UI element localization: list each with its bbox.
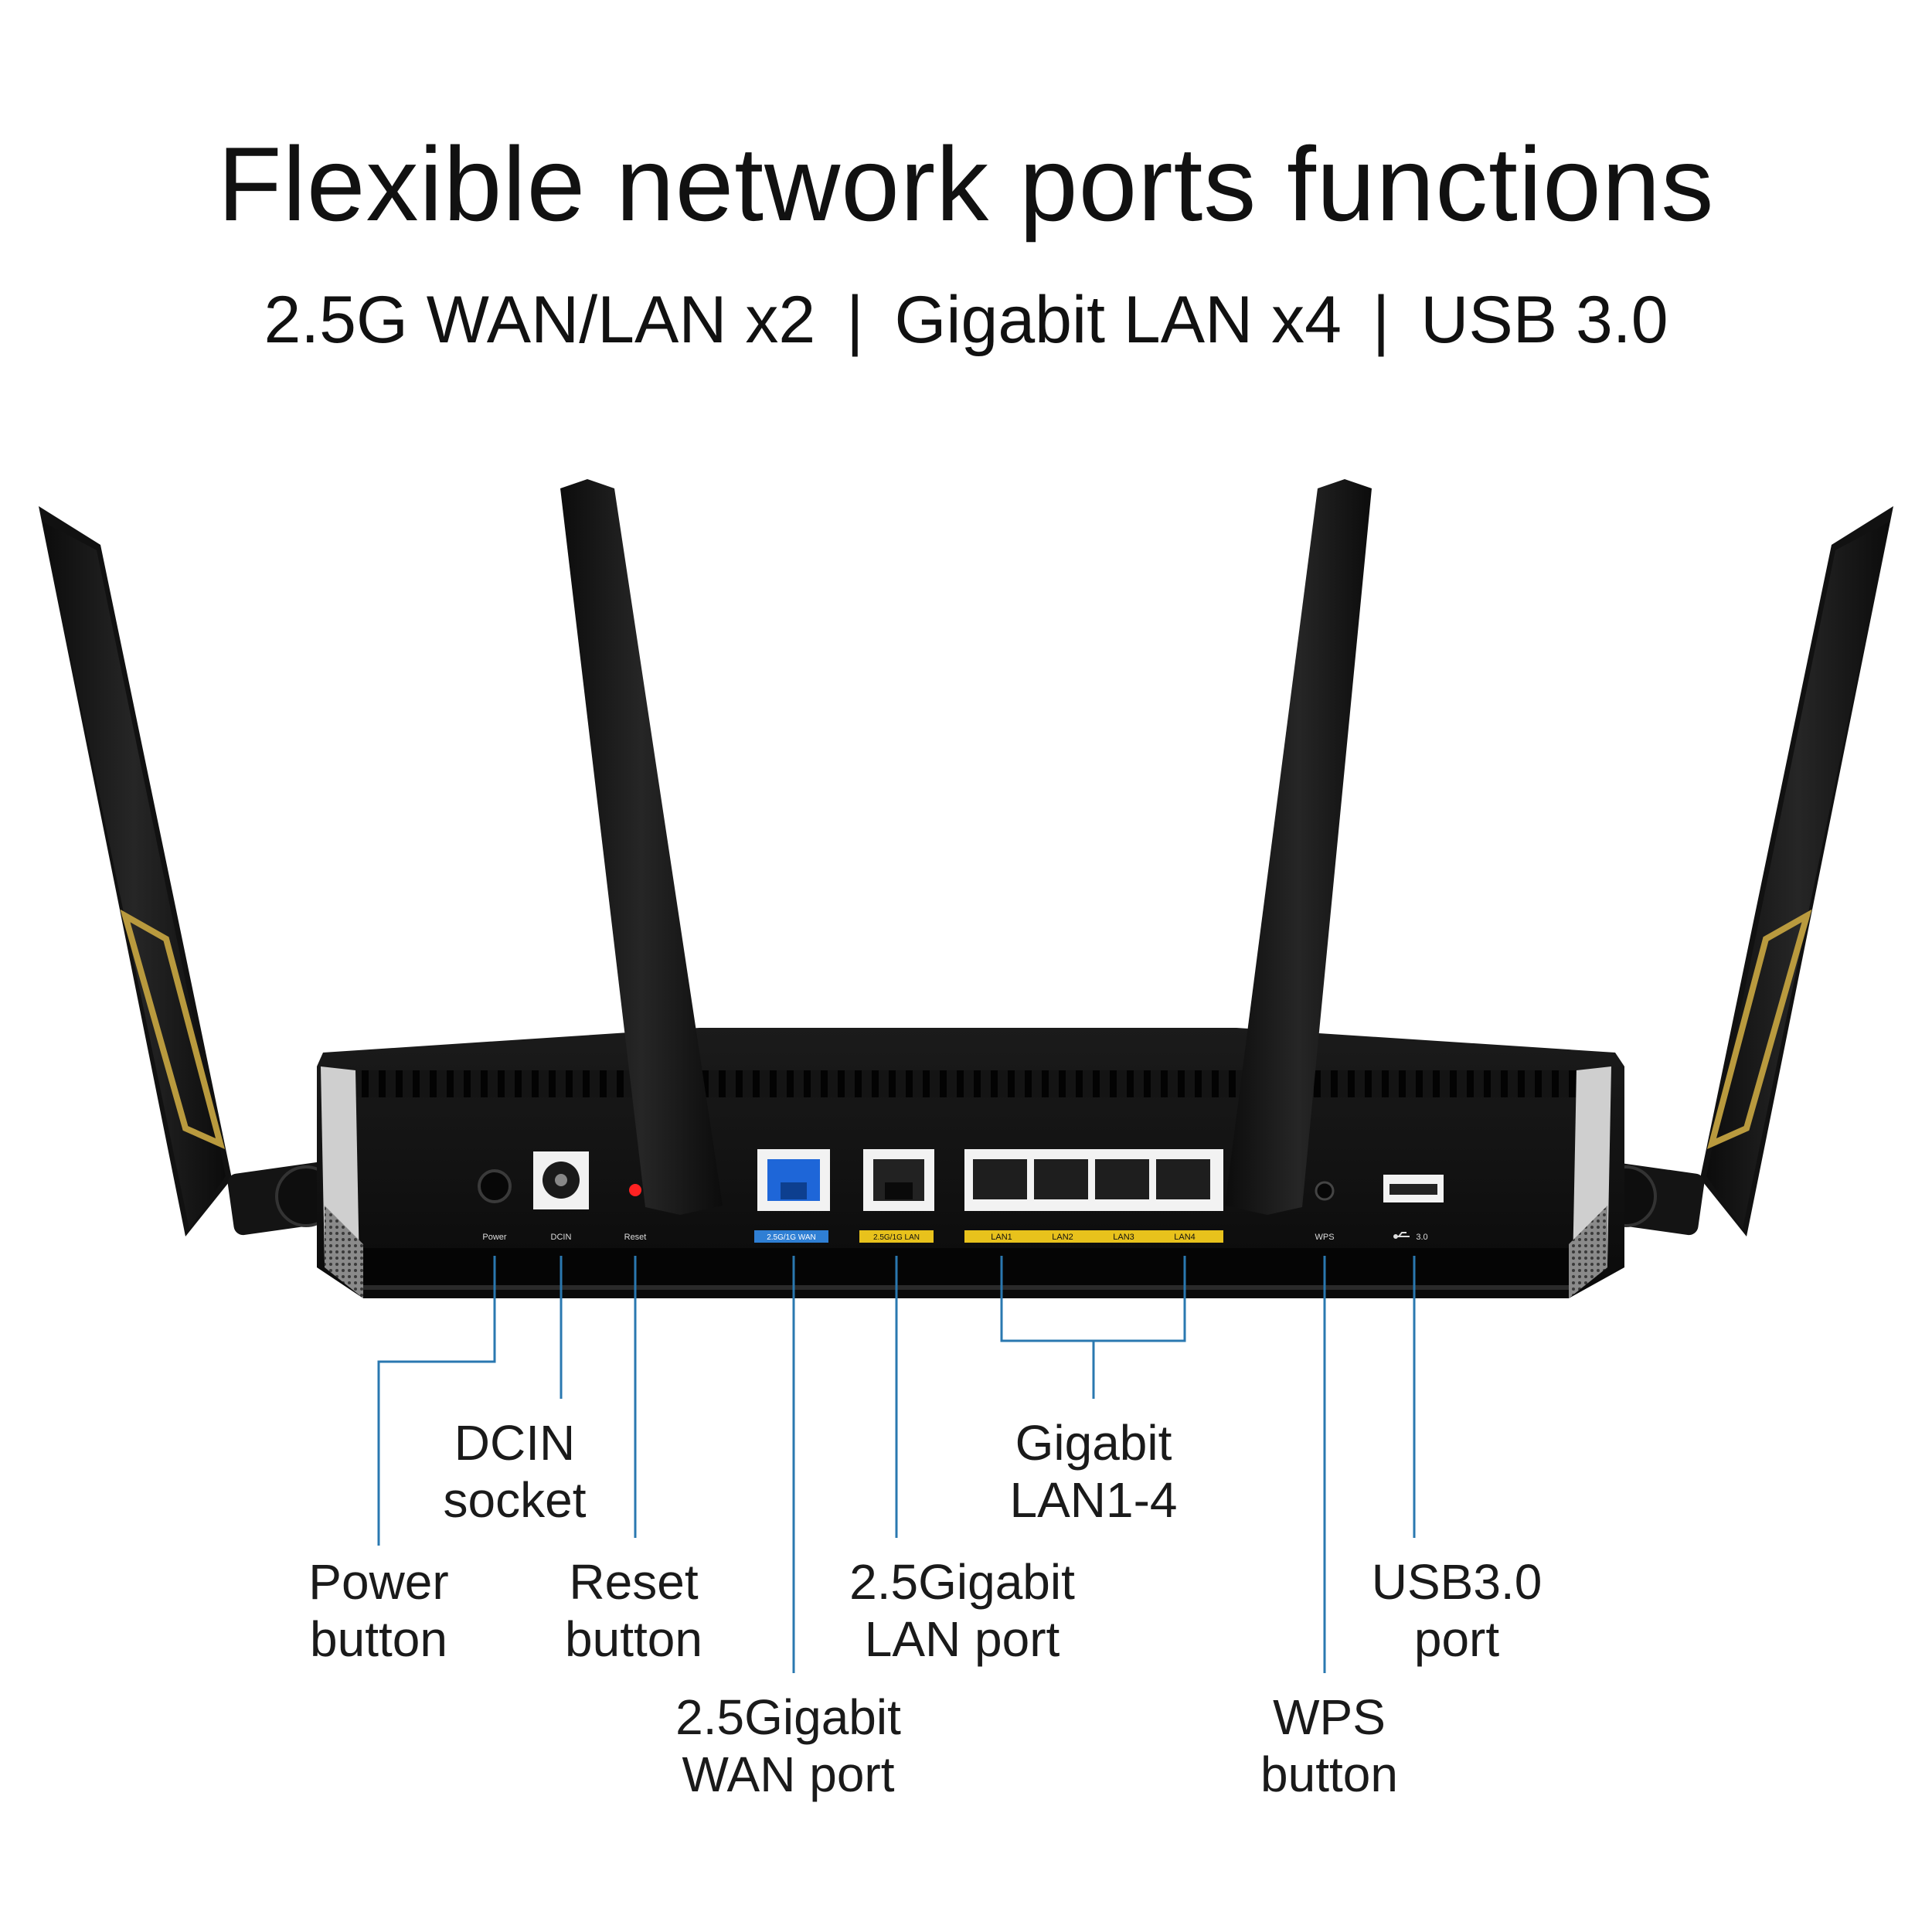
- callout-reset: Reset button: [541, 1553, 726, 1668]
- callout-dcin-line1: DCIN: [454, 1415, 576, 1471]
- panel-label-power: Power: [482, 1233, 507, 1242]
- panel-label-dcin: DCIN: [551, 1233, 572, 1242]
- panel-labels: Power DCIN Reset 2.5G/1G WAN 2.5G/1G LAN…: [482, 1233, 1427, 1242]
- panel-label-lan2: LAN2: [1052, 1233, 1073, 1242]
- dcin-socket[interactable]: [533, 1151, 589, 1209]
- left-outer-antenna: [39, 506, 345, 1236]
- callout-lan14-line2: LAN1-4: [1009, 1472, 1178, 1528]
- right-outer-antenna: [1587, 506, 1893, 1236]
- wan-port[interactable]: [757, 1149, 830, 1211]
- callout-dcin: DCIN socket: [422, 1414, 607, 1529]
- panel-label-usb: 3.0: [1416, 1233, 1427, 1242]
- lan14-label-strip: [964, 1230, 1223, 1243]
- usb-symbol-icon: [1393, 1232, 1410, 1239]
- callout-wan-line1: 2.5Gigabit: [675, 1689, 901, 1745]
- callout-lan25-line1: 2.5Gigabit: [849, 1554, 1075, 1610]
- panel-label-wps: WPS: [1315, 1233, 1334, 1242]
- callout-reset-line1: Reset: [569, 1554, 699, 1610]
- power-button[interactable]: [478, 1169, 512, 1203]
- usb-port[interactable]: [1383, 1175, 1444, 1202]
- callout-usb: USB3.0 port: [1356, 1553, 1557, 1668]
- callout-wan: 2.5Gigabit WAN port: [661, 1689, 916, 1803]
- callout-lan25-line2: LAN port: [864, 1611, 1060, 1667]
- headline-title: Flexible network ports functions: [217, 125, 1715, 243]
- callout-wps-line1: WPS: [1273, 1689, 1386, 1745]
- callout-wps-line2: button: [1260, 1747, 1398, 1802]
- feature-gigabit-lan: Gigabit LAN x4: [894, 283, 1342, 357]
- callout-usb-line1: USB3.0: [1371, 1554, 1543, 1610]
- leader-lines: [377, 1256, 1416, 1673]
- feature-line: 2.5G WAN/LAN x2 | Gigabit LAN x4 | USB 3.0: [0, 282, 1932, 359]
- panel-label-lan25: 2.5G/1G LAN: [873, 1233, 920, 1242]
- callout-power-line1: Power: [308, 1554, 449, 1610]
- callout-power-line2: button: [310, 1611, 447, 1667]
- feature-separator: |: [1372, 283, 1390, 357]
- lan-25g-port[interactable]: [863, 1149, 934, 1211]
- reset-button[interactable]: [629, 1184, 641, 1196]
- lan-1-4-ports[interactable]: [964, 1149, 1223, 1211]
- feature-usb: USB 3.0: [1420, 283, 1668, 357]
- left-inner-antenna: [560, 479, 723, 1215]
- feature-separator: |: [846, 283, 864, 357]
- feature-wan-lan: 2.5G WAN/LAN x2: [264, 283, 816, 357]
- lan25-label-strip: [859, 1230, 934, 1243]
- wps-button[interactable]: [1315, 1181, 1335, 1201]
- panel-label-lan3: LAN3: [1113, 1233, 1134, 1242]
- callout-lan25: 2.5Gigabit LAN port: [835, 1553, 1090, 1668]
- callout-lan14-line1: Gigabit: [1015, 1415, 1172, 1471]
- callout-power: Power button: [286, 1553, 471, 1668]
- panel-label-lan1: LAN1: [991, 1233, 1012, 1242]
- callout-lan14: Gigabit LAN1-4: [981, 1414, 1206, 1529]
- callout-wan-line2: WAN port: [682, 1747, 895, 1802]
- leader-line-power: [377, 1256, 496, 1546]
- panel-label-wan: 2.5G/1G WAN: [767, 1233, 816, 1242]
- callout-wps: WPS button: [1233, 1689, 1426, 1803]
- panel-label-lan4: LAN4: [1174, 1233, 1196, 1242]
- wan-label-strip: [754, 1230, 828, 1243]
- callout-dcin-line2: socket: [443, 1472, 587, 1528]
- callout-reset-line2: button: [565, 1611, 702, 1667]
- right-inner-antenna: [1225, 479, 1372, 1215]
- callout-usb-line2: port: [1413, 1611, 1500, 1667]
- panel-label-reset: Reset: [624, 1233, 647, 1242]
